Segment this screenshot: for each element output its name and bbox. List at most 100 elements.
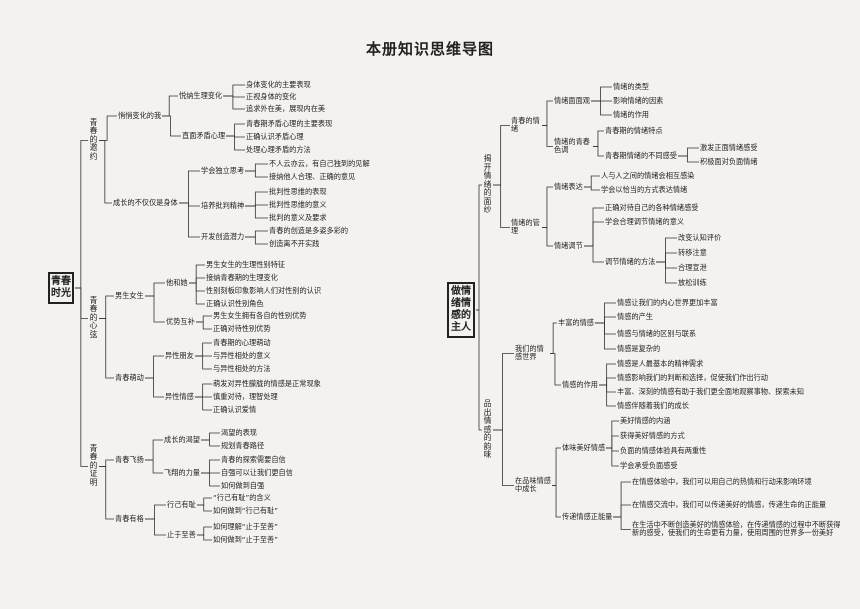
map-node: 合理宣泄 [678,263,707,272]
map-node: 开发创造潜力 [201,232,245,241]
connector [599,363,616,386]
map-node: 调节情绪的方法 [605,257,656,266]
connector [656,261,677,284]
connector [99,115,117,141]
map-node: 情绪的青春色调 [554,136,590,154]
connector [584,207,604,247]
connector [201,439,220,447]
map-node: 接纳他人合理、正确的意见 [269,172,356,181]
connector [595,302,616,324]
map-node: 规划青春路径 [221,441,265,450]
connector [189,282,205,305]
map-node: 我们的情感世界 [515,343,544,361]
map-node: 慎重对待，理智处理 [213,392,278,401]
map-node: 如何做到“止于至善” [213,535,278,544]
connector [593,130,604,147]
connector [613,481,631,518]
map-node: 处理心理矛盾的方法 [246,145,311,154]
connector [542,186,553,228]
connector [99,318,114,379]
connector [599,377,616,386]
connector [179,170,200,204]
map-node: 止于至善 [167,530,196,539]
connector [196,321,212,330]
map-node: 正确认识矛盾心理 [246,132,304,141]
connector [145,504,166,520]
map-node: 批判性思维的意义 [269,200,327,209]
connector [197,526,212,536]
map-node: 情感的作用 [562,380,598,389]
map-node: 青春的创造是多姿多彩的 [269,226,349,235]
connector [145,518,166,536]
connector [542,100,553,126]
map-node: 男生女生 [115,291,144,300]
map-node: 行己有耻 [167,500,196,509]
connector [606,447,619,467]
map-node: 正视身体的变化 [246,92,297,101]
connector [599,384,616,393]
connector [195,383,212,398]
connector [179,202,200,207]
connector [195,396,212,411]
connector [656,261,677,269]
connector [542,227,553,247]
map-node: 青春飞扬 [115,455,144,464]
connector [584,175,600,188]
connector [226,123,245,137]
map-node: 创造离不开实践 [269,239,320,248]
connector [197,504,212,512]
connector [476,184,482,311]
map-node: 追求外在美，展现内在美 [246,104,326,113]
connector [656,252,677,263]
map-node: 自强可以让我们更自信 [221,468,293,477]
map-node: 在情感体验中，我们可以用自己的热情和行动来影响环境 [632,477,812,486]
connector [99,140,112,204]
map-node: 青春期矛盾心理的主要表现 [246,119,333,128]
map-node: 青春期的心理萌动 [213,338,271,347]
map-node: 不人云亦云，有自己独到的见解 [269,159,370,168]
connector [493,429,514,486]
connector [162,95,178,117]
map-node: 体味美好情感 [562,443,606,452]
connector [591,100,612,116]
connector [201,432,220,441]
map-node: 学会独立思考 [201,166,245,175]
connector [75,287,88,467]
connector [245,191,268,207]
map-node: 如何做到“行己有耻” [213,506,278,515]
map-node: 成长的不仅仅是身体 [113,198,178,207]
connector [599,384,616,407]
connector [99,459,114,467]
connector [613,516,631,530]
map-node: 异性朋友 [165,351,194,360]
connector [678,147,699,157]
map-node: 成长的渴望 [164,435,200,444]
map-node: 如何做到自强 [221,481,265,490]
connector [542,125,553,147]
map-node: 学会以恰当的方式表达情绪 [601,185,688,194]
connector [584,245,604,263]
connector [226,135,245,151]
map-node: 情绪表达 [554,182,583,191]
connector [223,84,245,97]
map-node: 飞翔的力量 [164,468,200,477]
connector [493,353,514,431]
map-node: 情绪的管理 [511,217,540,235]
connector [201,472,220,487]
connector [75,287,88,319]
map-node: 优势互补 [166,317,195,326]
connector [584,186,600,191]
connector [99,295,114,319]
map-node: 情感让我们的内心世界更加丰富 [617,298,718,307]
connector [197,534,212,541]
connector [550,322,557,354]
connector [245,205,268,219]
connector [595,316,616,324]
connector [99,466,114,520]
map-node: 情感与情绪的区别与联系 [617,329,697,338]
map-node: 萌发对异性朦胧的情感是正常现象 [213,379,321,388]
map-node: 青春期的情绪特点 [605,126,663,135]
map-node: 他和她 [166,278,188,287]
map-node: 青春的邀约 [89,117,98,161]
